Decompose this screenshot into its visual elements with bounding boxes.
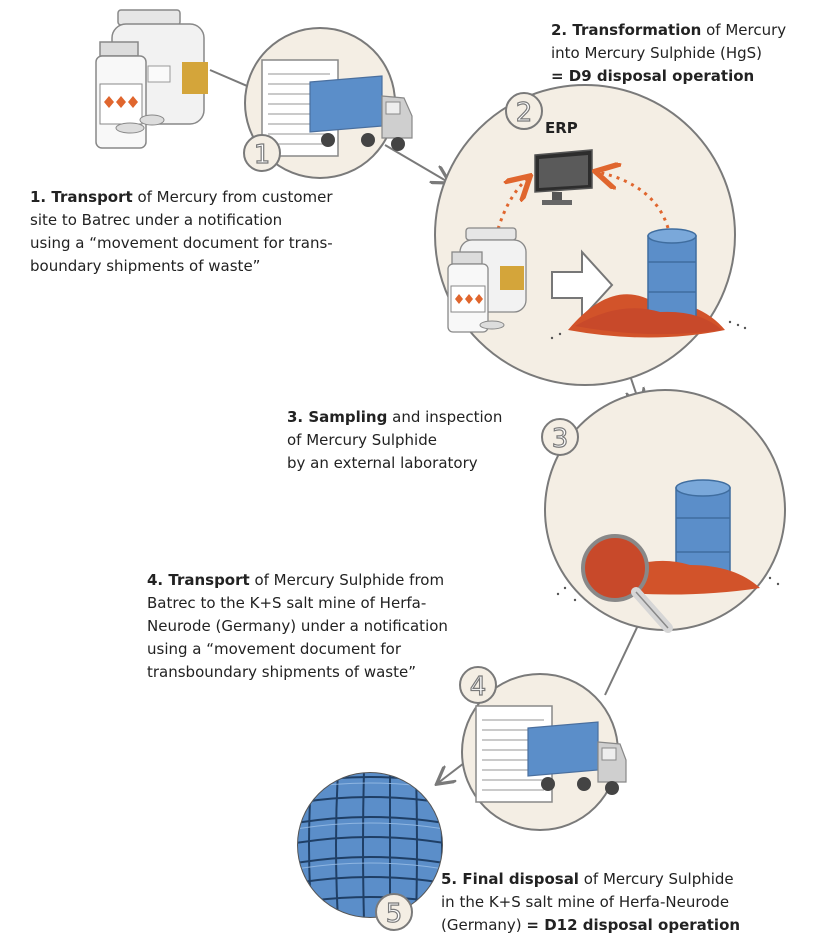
step-2-line1: of Mercury	[701, 21, 787, 39]
truck-icon	[527, 721, 627, 795]
step-1-line2: site to Batrec under a notification	[30, 211, 283, 229]
step-2-title: 2. Transformation	[551, 21, 702, 39]
step-4-caption: 4. Transport of Mercury Sulphide from Ba…	[147, 569, 448, 684]
step-3-title: 3. Sampling	[287, 408, 388, 426]
step-4-number: 4	[470, 672, 487, 702]
step-2-caption: 2. Transformation of Mercury into Mercur…	[551, 19, 786, 88]
step-1-line3: using a “movement document for trans-	[30, 234, 333, 252]
transform-arrow-icon	[551, 249, 614, 321]
step-5-line3-bold: = D12 disposal operation	[526, 916, 741, 934]
erp-monitor-icon	[534, 149, 593, 205]
step-3-line1: and inspection	[387, 408, 503, 426]
step-1-caption: 1. Transport of Mercury from customer si…	[30, 186, 333, 278]
truck-icon	[309, 75, 413, 151]
step-2-line3: = D9 disposal operation	[551, 67, 755, 85]
stacked-barrels-icon	[298, 773, 442, 917]
step-3-line3: by an external laboratory	[287, 454, 478, 472]
step-1-transport-illustration: 1	[95, 9, 413, 179]
barrel-with-hgs-icon	[550, 228, 747, 340]
step-3-line2: of Mercury Sulphide	[287, 431, 437, 449]
step-4-title: 4. Transport	[147, 571, 250, 589]
step-3-sampling-illustration: 3	[541, 389, 786, 633]
step-4-line1: of Mercury Sulphide from	[249, 571, 445, 589]
step-1-line1: of Mercury from customer	[132, 188, 333, 206]
step-5-salt-mine-illustration: 5	[297, 772, 443, 931]
step-4-line3: Neurode (Germany) under a notification	[147, 617, 448, 635]
step-2-transformation-illustration: ERP	[434, 84, 747, 386]
step-5-caption: 5. Final disposal of Mercury Sulphide in…	[441, 868, 740, 937]
mercury-jars-icon	[95, 9, 208, 149]
magnifier-icon	[581, 534, 673, 633]
step-2-number: 2	[516, 98, 533, 128]
erp-label: ERP	[545, 119, 578, 137]
step-5-line2: in the K+S salt mine of Herfa-Neurode	[441, 893, 730, 911]
step-4-transport-illustration: 4	[459, 666, 627, 831]
step-2-line2: into Mercury Sulphide (HgS)	[551, 44, 763, 62]
step-1-number: 1	[254, 140, 271, 170]
step-4-line5: transboundary shipments of waste”	[147, 663, 417, 681]
step-5-number: 5	[386, 899, 403, 929]
mercury-jars-small-icon	[447, 227, 527, 333]
step-4-line4: using a “movement document for	[147, 640, 401, 658]
step-1-title: 1. Transport	[30, 188, 133, 206]
dotted-arrow-right	[598, 172, 670, 229]
step-3-number: 3	[552, 424, 569, 454]
step-5-title: 5. Final disposal	[441, 870, 579, 888]
step-1-line4: boundary shipments of waste”	[30, 257, 261, 275]
step-5-line1: of Mercury Sulphide	[578, 870, 734, 888]
step-3-caption: 3. Sampling and inspection of Mercury Su…	[287, 406, 502, 475]
step-4-line2: Batrec to the K+S salt mine of Herfa-	[147, 594, 427, 612]
step-5-line3-prefix: (Germany)	[441, 916, 527, 934]
